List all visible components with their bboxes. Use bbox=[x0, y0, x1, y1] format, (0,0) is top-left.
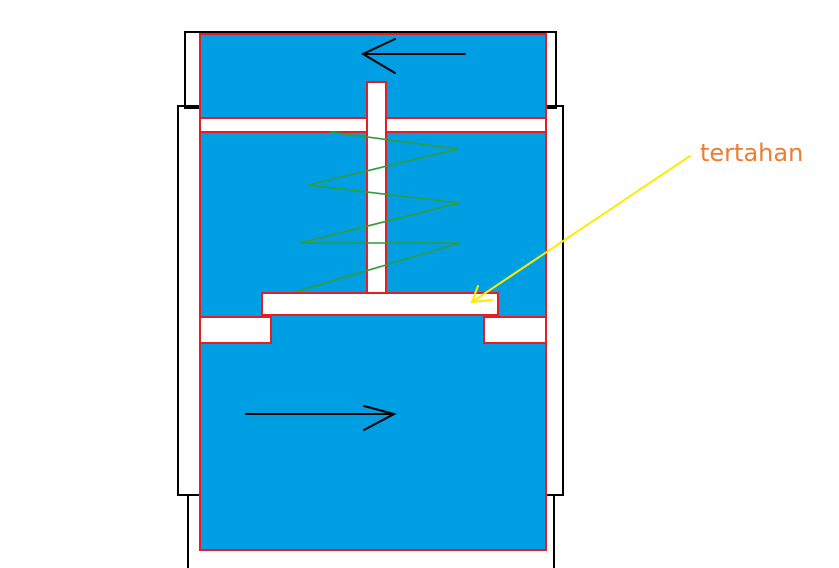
spring bbox=[287, 131, 461, 295]
annotation-label: tertahan bbox=[700, 139, 804, 167]
left-valve-seat bbox=[199, 316, 272, 344]
right-arrow-icon bbox=[245, 405, 397, 431]
left-arrow-icon bbox=[360, 38, 466, 74]
valve-disc bbox=[261, 292, 499, 316]
right-valve-seat bbox=[483, 316, 547, 344]
valve-stem bbox=[366, 81, 387, 295]
annotation-pointer-arrow-icon bbox=[470, 155, 691, 304]
